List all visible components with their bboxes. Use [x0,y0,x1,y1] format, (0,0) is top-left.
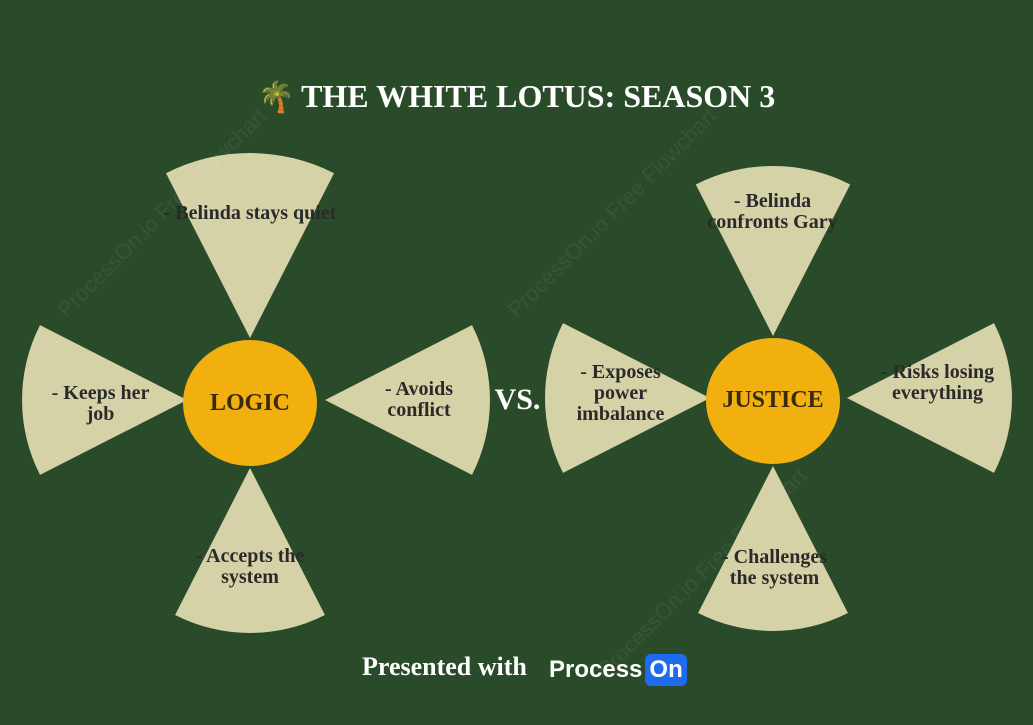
center-label-logic: LOGIC [209,390,290,416]
petal-label-top: - Belinda confronts Gary [707,190,838,233]
center-circle [706,338,840,464]
center-label-justice: JUSTICE [722,387,824,413]
logic-diagram [22,153,490,633]
petal-left [22,325,187,475]
palm-tree-icon: 🌴 [257,80,296,115]
vs-label: VS. [494,383,541,416]
petal-label-bottom: - Accepts the system [195,545,305,588]
petal-right [847,323,1012,473]
justice-diagram [545,165,1012,631]
petal-label-bottom: - Challenges the system [722,546,827,589]
petal-bottom [698,466,848,631]
petal-label-top: - Belinda stays quiet [163,202,337,224]
footer-text: Presented with [362,652,527,681]
center-circle [183,340,317,466]
page-title: 🌴THE WHITE LOTUS: SEASON 3 [257,78,776,115]
brand-badge: On [645,654,687,686]
petal-top [166,153,334,338]
petal-label-right: - Risks losing everything [880,361,995,404]
petal-left [545,323,710,473]
brand-text: Process [549,656,643,683]
petal-right [325,325,490,475]
petal-bottom [175,468,325,633]
petal-label-left: - Keeps her job [51,382,150,425]
petal-label-left: - Exposes power imbalance [576,361,665,425]
petal-label-right: - Avoids conflict [385,378,453,421]
petal-top [695,165,851,336]
